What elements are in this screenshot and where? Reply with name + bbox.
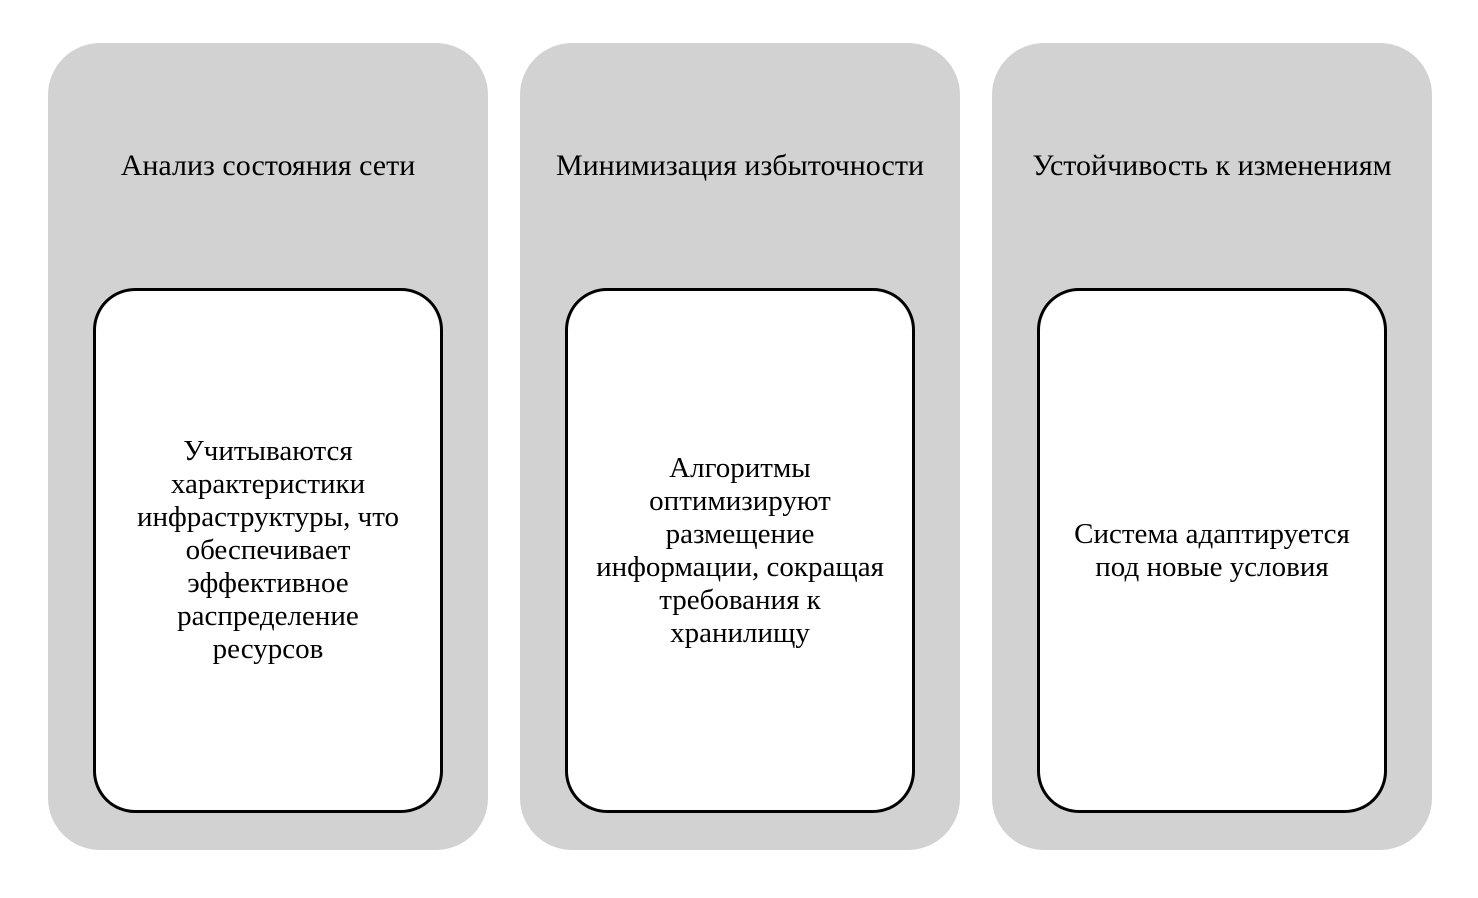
card-title-area: Анализ состояния сети xyxy=(48,43,488,288)
card-body-text: Учитываются характеристики инфраструктур… xyxy=(136,435,400,665)
card-detail-box: Учитываются характеристики инфраструктур… xyxy=(93,288,443,813)
card-body-text: Алгоритмы оптимизируют размещение информ… xyxy=(596,451,884,649)
card-title: Устойчивость к изменениям xyxy=(1032,148,1392,182)
card-network-state-analysis: Анализ состояния сети Учитываются характ… xyxy=(48,43,488,850)
card-title: Минимизация избыточности xyxy=(555,148,925,182)
card-title: Анализ состояния сети xyxy=(120,148,416,182)
card-redundancy-minimization: Минимизация избыточности Алгоритмы оптим… xyxy=(520,43,960,850)
card-change-resilience: Устойчивость к изменениям Система адапти… xyxy=(992,43,1432,850)
card-detail-box: Система адаптируется под новые условия xyxy=(1037,288,1387,813)
card-body-text: Система адаптируется под новые условия xyxy=(1074,517,1350,583)
card-title-area: Минимизация избыточности xyxy=(520,43,960,288)
card-title-area: Устойчивость к изменениям xyxy=(992,43,1432,288)
card-detail-box: Алгоритмы оптимизируют размещение информ… xyxy=(565,288,915,813)
